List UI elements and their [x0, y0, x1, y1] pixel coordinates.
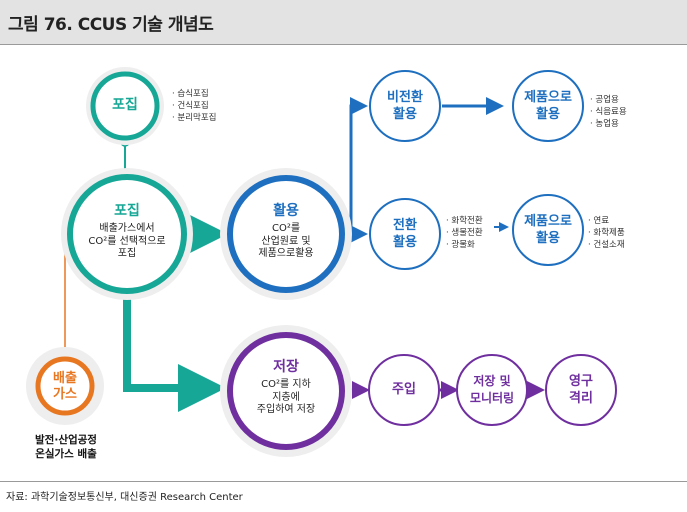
emission-title: 배출 가스 [40, 371, 90, 403]
non-conversion-title-line: 활용 [393, 107, 417, 122]
non-conversion-title: 비전환 활용 [370, 89, 440, 123]
storage-desc-line: 지층에 [272, 391, 300, 403]
node-non-conversion [369, 70, 441, 142]
product-top-title: 제품으로 활용 [510, 89, 586, 123]
figure-title-bar: 그림 76. CCUS 기술 개념도 [0, 0, 687, 45]
node-capture-main [61, 168, 193, 300]
figure-source: 자료: 과학기술정보통신부, 대신증권 Research Center [6, 492, 243, 503]
capture-desc-line: 배출가스에서 [99, 223, 155, 234]
utilization-desc: CO²를 산업원료 및 제품으로활용 [231, 223, 341, 261]
monitoring-title-line: 저장 및 [473, 374, 511, 388]
utilization-desc-line: 산업원료 및 [261, 235, 311, 247]
product-bottom-item: 연료 [588, 215, 625, 227]
capture-small-title: 포집 [112, 97, 138, 113]
isolation-title-line: 영구 [569, 374, 593, 389]
source-divider [0, 481, 687, 482]
utilization-title: 활용 [273, 203, 299, 219]
node-capture-small [86, 67, 164, 145]
emission-caption-line: 발전·산업공정 [35, 434, 97, 446]
node-product-top [512, 70, 584, 142]
capture-method-item: 분리막포집 [172, 112, 216, 124]
emission-caption-line: 온실가스 배출 [35, 448, 97, 460]
storage-title: 저장 [273, 359, 299, 375]
conversion-item: 광물화 [446, 239, 483, 251]
capture-method-item: 건식포집 [172, 100, 217, 112]
capture-main-desc: 배출가스에서 CO²를 선택적으로 포집 [72, 223, 182, 261]
emission-title-line: 가스 [53, 387, 77, 402]
node-injection [368, 354, 440, 426]
product-bottom-title-line: 제품으로 [524, 214, 572, 229]
product-top-list: 공업용 식음료용 농업용 [590, 94, 627, 130]
capture-methods-list: 습식포집 건식포집 분리막포집 [172, 88, 217, 124]
utilization-desc-line: 제품으로활용 [258, 248, 314, 259]
emission-title-line: 배출 [53, 371, 77, 386]
product-bottom-title: 제품으로 활용 [510, 213, 586, 247]
node-storage [220, 325, 352, 457]
utilization-desc-line: CO²를 [271, 223, 301, 234]
product-top-item: 공업용 [590, 94, 627, 106]
node-isolation [545, 354, 617, 426]
product-bottom-title-line: 활용 [536, 231, 560, 246]
product-top-title-line: 활용 [536, 107, 560, 122]
emission-caption: 발전·산업공정 온실가스 배출 [0, 433, 132, 461]
injection-title: 주입 [392, 382, 416, 397]
product-top-title-line: 제품으로 [524, 90, 572, 105]
arrow-capture-to-storage [123, 292, 226, 412]
non-conversion-title-line: 비전환 [387, 90, 423, 105]
node-conversion [369, 198, 441, 270]
conversion-item: 생물전환 [446, 227, 482, 239]
conversion-title-line: 전환 [393, 218, 417, 233]
capture-desc-line: CO²를 선택적으로 [88, 235, 166, 247]
storage-desc-line: CO²를 지하 [261, 379, 311, 390]
conversion-title-line: 활용 [393, 235, 417, 250]
isolation-title-line: 격리 [569, 391, 593, 406]
isolation-title: 영구 격리 [551, 373, 611, 407]
conversion-item: 화학전환 [446, 215, 482, 227]
storage-desc: CO²를 지하 지층에 주입하여 저장 [231, 379, 341, 417]
node-emission [26, 347, 104, 425]
conversion-title: 전환 활용 [370, 217, 440, 251]
monitoring-title: 저장 및 모니터링 [457, 373, 527, 407]
monitoring-title-line: 모니터링 [469, 391, 515, 405]
conversion-list: 화학전환 생물전환 광물화 [446, 215, 483, 251]
capture-desc-line: 포집 [117, 248, 137, 259]
node-product-bottom [512, 194, 584, 266]
product-bottom-item: 건설소재 [588, 239, 624, 251]
figure-title: 그림 76. CCUS 기술 개념도 [8, 15, 214, 35]
product-top-item: 식음료용 [590, 106, 626, 118]
product-bottom-item: 화학제품 [588, 227, 624, 239]
capture-main-title: 포집 [114, 203, 140, 219]
product-bottom-list: 연료 화학제품 건설소재 [588, 215, 625, 251]
product-top-item: 농업용 [590, 118, 627, 130]
node-monitoring [456, 354, 528, 426]
storage-desc-line: 주입하여 저장 [256, 404, 316, 415]
node-utilization [220, 168, 352, 300]
capture-method-item: 습식포집 [172, 88, 217, 100]
